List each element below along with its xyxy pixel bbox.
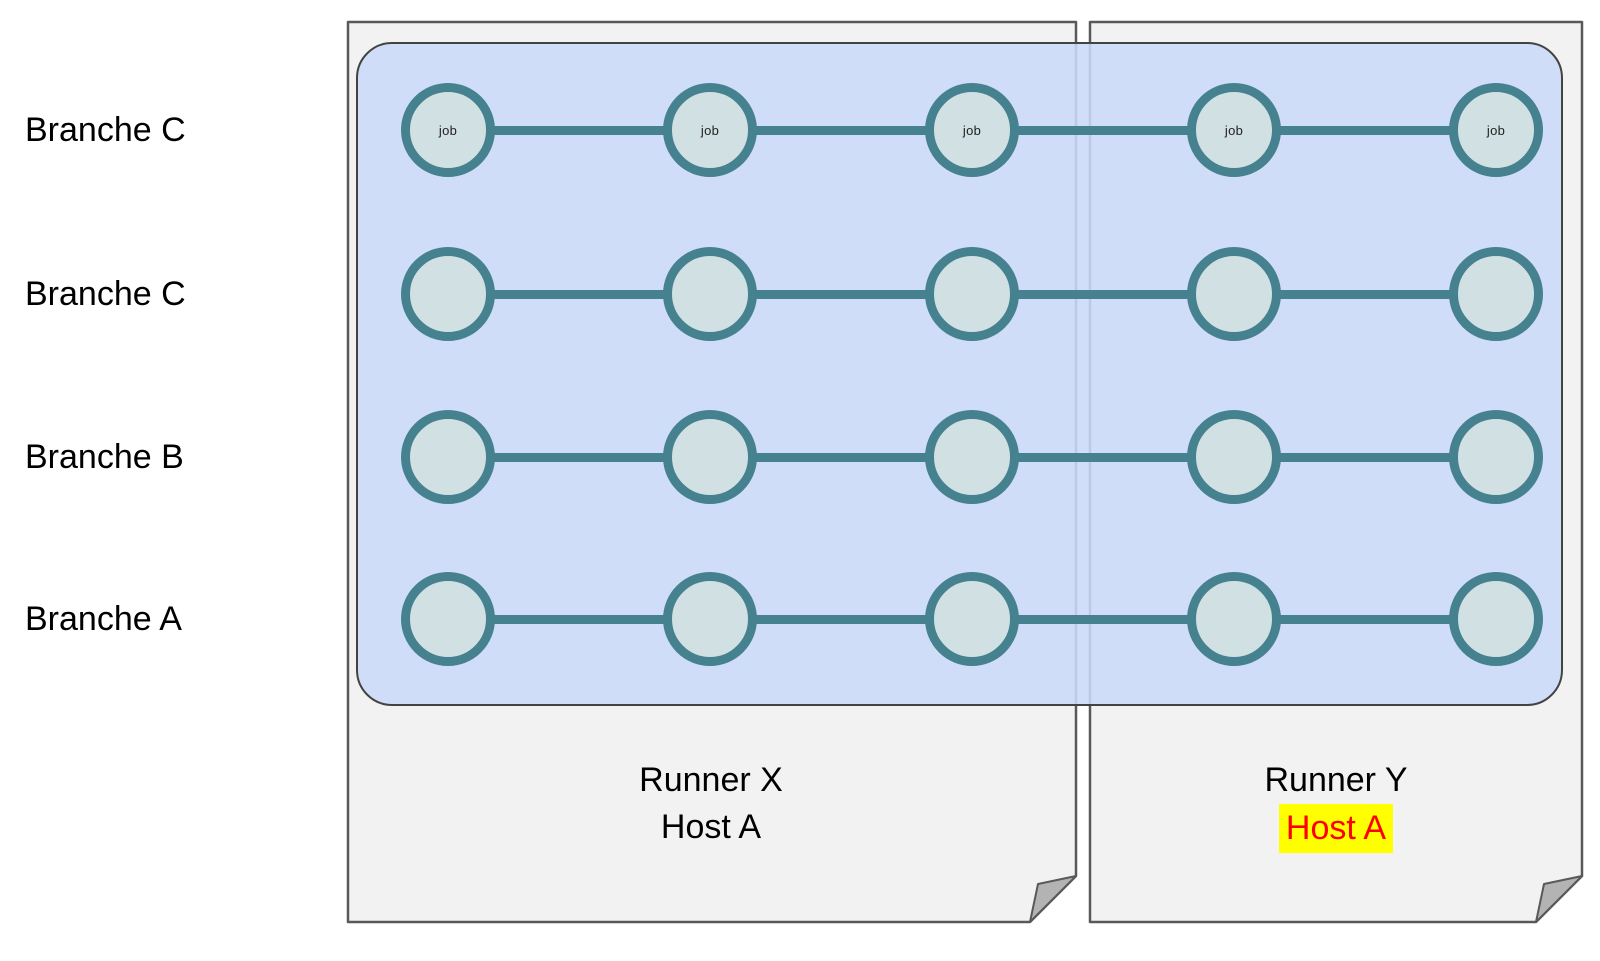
runner-x-folded-corner-icon <box>1029 875 1077 923</box>
job-node-label: job <box>1486 122 1506 138</box>
runner-y-name: Runner Y <box>1264 761 1408 799</box>
job-node: job <box>1449 83 1543 177</box>
runner-x-name: Runner X <box>639 761 783 799</box>
job-node <box>401 572 495 666</box>
job-node-label: job <box>962 122 982 138</box>
runner-y-folded-corner-icon <box>1535 875 1583 923</box>
job-node <box>1449 572 1543 666</box>
job-node <box>925 572 1019 666</box>
job-node <box>663 572 757 666</box>
runner-x-caption: Runner X Host A <box>411 757 1011 851</box>
job-node: job <box>401 83 495 177</box>
branch-label-row1: Branche C <box>25 111 186 149</box>
job-node: job <box>663 83 757 177</box>
job-node-label: job <box>700 122 720 138</box>
branch-label-row4: Branche A <box>25 600 182 638</box>
job-node <box>663 247 757 341</box>
job-node: job <box>1187 83 1281 177</box>
branch-label-row2: Branche C <box>25 275 186 313</box>
job-node-label: job <box>1224 122 1244 138</box>
job-node <box>1449 247 1543 341</box>
job-node <box>1187 572 1281 666</box>
runner-y-caption: Runner Y Host A <box>1036 757 1600 853</box>
runner-y-host-highlight: Host A <box>1278 804 1394 853</box>
job-node <box>1187 410 1281 504</box>
job-node <box>925 410 1019 504</box>
runner-x-host: Host A <box>660 808 762 846</box>
job-node <box>1449 410 1543 504</box>
job-node: job <box>925 83 1019 177</box>
job-node <box>1187 247 1281 341</box>
job-node-label: job <box>438 122 458 138</box>
runner-y-host-line: Host A <box>1036 804 1600 853</box>
job-node <box>925 247 1019 341</box>
job-node <box>401 410 495 504</box>
branch-label-row3: Branche B <box>25 438 184 476</box>
job-node <box>401 247 495 341</box>
job-node <box>663 410 757 504</box>
